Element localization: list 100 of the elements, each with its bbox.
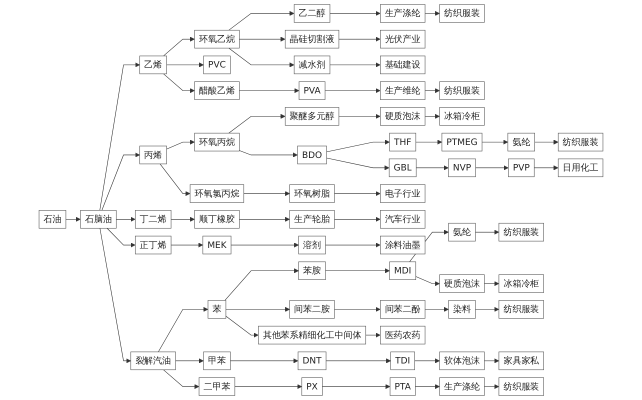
node-box: 醋酸乙烯 (194, 81, 240, 100)
arrow (166, 140, 195, 150)
node-box: 冰箱冷柜 (439, 107, 485, 126)
arrow (239, 88, 300, 94)
node-box: GBL (388, 158, 416, 178)
arrow (325, 268, 390, 274)
arrow (102, 152, 140, 211)
node-box: 丁二烯 (134, 210, 172, 229)
node-box: 环氧丙烷 (194, 132, 240, 152)
arrow (239, 150, 298, 158)
arrow (226, 306, 290, 312)
node-box: 生产涤纶 (380, 4, 426, 23)
arrow (324, 88, 381, 94)
arrow (414, 358, 440, 364)
arrow (170, 242, 204, 248)
node-box: 纺织服装 (498, 300, 544, 319)
arrow (534, 165, 558, 170)
arrow (66, 216, 81, 222)
node-box: 纺织服装 (558, 132, 604, 152)
node-box: PVC (203, 56, 231, 74)
node-box: 软体泡沫 (439, 352, 485, 370)
node-box: 溶剂 (298, 236, 326, 254)
arrow (475, 306, 500, 312)
arrow (230, 358, 298, 364)
arrow (338, 36, 381, 42)
arrow (230, 242, 299, 248)
arrow (484, 358, 500, 364)
arrow (475, 230, 500, 235)
arrow (416, 165, 449, 170)
arrow (224, 268, 299, 301)
node-box: 硬质泡沫 (439, 274, 485, 293)
node-box: PVA (298, 81, 326, 100)
arrow (416, 140, 442, 145)
arrow (322, 384, 390, 390)
node-box: 间苯二酚 (380, 300, 426, 319)
arrow (170, 216, 195, 222)
node-box: 裂解汽油 (130, 352, 176, 370)
node-box: PVP (508, 158, 534, 178)
arrow (106, 228, 136, 248)
arrow (116, 216, 136, 222)
node-box: 苯胺 (298, 262, 326, 280)
arrow (239, 36, 286, 42)
arrow (228, 48, 294, 68)
node-box: PTA (390, 377, 416, 396)
arrow (244, 191, 290, 196)
node-box: 汽车行业 (380, 210, 426, 229)
node-box: 光伏产业 (380, 30, 426, 48)
arrow (228, 114, 286, 134)
node-box: 纺织服装 (498, 377, 544, 396)
arrow (100, 62, 140, 211)
arrow (163, 370, 200, 390)
node-box: 氨纶 (448, 222, 476, 242)
arrow (234, 384, 302, 390)
node-box: 顺丁橡胶 (194, 210, 240, 229)
arrow (326, 358, 391, 364)
node-box: 苯 (208, 300, 226, 319)
node-box: 正丁烯 (134, 236, 172, 254)
node-box: MDI (389, 262, 416, 280)
node-box: 甲苯 (203, 352, 231, 370)
node-box: 间苯二胺 (289, 300, 335, 319)
arrow (424, 88, 440, 94)
arrow (228, 10, 294, 30)
arrow (338, 114, 381, 119)
node-box: 涂料油墨 (380, 236, 426, 254)
node-box: 乙二醇 (294, 4, 330, 23)
arrow (330, 10, 381, 16)
node-box: 纺织服装 (498, 222, 544, 242)
arrow (160, 164, 190, 196)
node-box: PTMEG (442, 132, 482, 152)
node-box: TDI (390, 352, 415, 370)
arrow (424, 306, 449, 312)
arrow (226, 316, 259, 338)
node-box: NVP (448, 158, 476, 178)
node-box: 生产轮胎 (289, 210, 335, 229)
arrow (163, 74, 195, 94)
arrow (330, 62, 381, 68)
node-box: 硬质泡沫 (380, 107, 426, 126)
arrow (100, 228, 132, 364)
arrow (415, 384, 440, 390)
node-box: DNT (298, 352, 326, 370)
node-box: 环氧乙烷 (194, 30, 240, 48)
node-box: 环氧树脂 (289, 184, 335, 203)
node-box: 乙烯 (139, 56, 167, 74)
node-box: 丙烯 (139, 146, 167, 164)
node-box: MEK (202, 236, 232, 254)
arrow (482, 140, 508, 145)
arrow (484, 281, 500, 286)
node-box: 石脑油 (80, 210, 117, 229)
node-box: 其他苯系精细化工中间体 (258, 326, 366, 344)
arrow (365, 332, 381, 338)
node-box: 医药农药 (380, 326, 426, 344)
node-box: 二甲苯 (198, 377, 236, 396)
arrow (326, 140, 390, 152)
node-box: THF (389, 132, 416, 152)
node-box: 聚醚多元醇 (284, 107, 340, 126)
node-box: 减水剂 (294, 56, 330, 74)
node-box: 生产涤纶 (439, 377, 485, 396)
node-box: 电子行业 (380, 184, 426, 203)
arrow (534, 140, 558, 145)
node-box: 生产维纶 (380, 81, 426, 100)
